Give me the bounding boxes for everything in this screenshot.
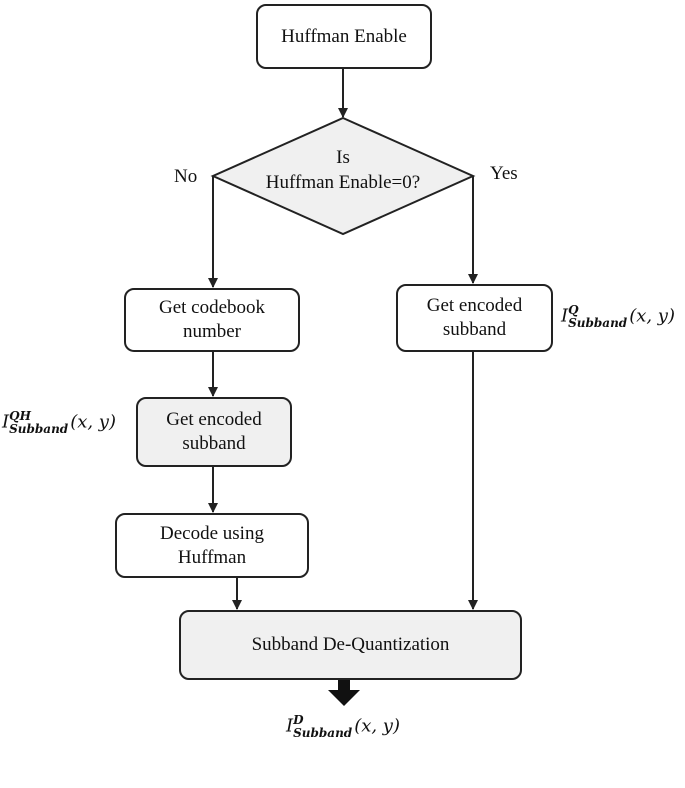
huffman-enable-label: Huffman Enable [281, 25, 407, 47]
decision-text: Is Huffman Enable=0? [243, 146, 443, 195]
math-qh-sub: Subband [9, 421, 69, 436]
math-qh-sup: QH [9, 409, 31, 423]
math-q-sup: Q [568, 303, 579, 317]
math-q-base: I [561, 305, 569, 327]
math-d-base: I [286, 715, 294, 737]
dequantization-label: Subband De-Quantization [251, 634, 450, 656]
get-codebook-label: Get codebook number [158, 297, 266, 342]
math-qh-base: I [2, 411, 10, 433]
math-d-sup: D [293, 713, 304, 727]
get-encoded-right-box: Get encoded subband [396, 284, 553, 352]
decision-line-1: Is [336, 147, 350, 168]
decode-huffman-box: Decode using Huffman [115, 513, 309, 578]
decision-line-2: Huffman Enable=0? [265, 171, 421, 193]
no-label: No [174, 166, 198, 187]
math-d-args: (x, y) [354, 715, 400, 737]
yes-label: Yes [490, 163, 518, 184]
math-qh-args: (x, y) [70, 411, 116, 433]
get-encoded-right-label: Get encoded subband [426, 295, 523, 340]
dequantization-box: Subband De-Quantization [179, 610, 522, 680]
get-encoded-left-box: Get encoded subband [136, 397, 292, 467]
math-q-sub: Subband [568, 315, 628, 330]
get-encoded-left-label: Get encoded subband [166, 409, 262, 454]
decision-diamond [210, 116, 476, 236]
get-codebook-box: Get codebook number [124, 288, 300, 352]
huffman-enable-box: Huffman Enable [256, 4, 432, 69]
math-d-sub: Subband [293, 725, 353, 740]
output-arrow [328, 680, 360, 706]
decode-huffman-label: Decode using Huffman [160, 522, 264, 568]
math-q-args: (x, y) [629, 305, 675, 327]
